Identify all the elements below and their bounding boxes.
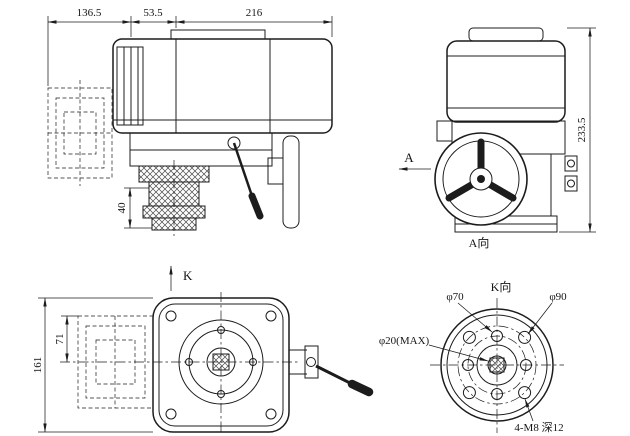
dim-label-40: 40: [116, 202, 128, 214]
handwheel: [434, 132, 528, 226]
plan-view-handle-bracket: [289, 345, 319, 379]
shaft-square-section: [489, 357, 505, 373]
side-view-top-dimensions: [47, 16, 333, 86]
view-arrow-k-label: K: [183, 268, 193, 283]
plan-view: K: [32, 265, 374, 434]
dim-label-216: 216: [246, 7, 263, 19]
side-view-gearbox-section: [138, 160, 210, 236]
dim-label-phi90: φ90: [549, 291, 567, 303]
dim-label-136-5: 136.5: [77, 7, 102, 19]
plan-view-handle-lever: [315, 364, 355, 387]
view-arrow-a-label: A: [404, 150, 414, 165]
side-view-valve-dashed-outline: [47, 80, 113, 186]
dim-label-161: 161: [32, 357, 44, 374]
side-view: 136.5 53.5 216 40: [47, 7, 333, 236]
front-view: 233.5 A A向: [398, 27, 596, 250]
dim-label-233-5: 233.5: [576, 117, 588, 142]
plan-view-centerlines: [60, 292, 300, 434]
flange-view: K向 φ70 φ90 φ20(MAX) 4-M8 深12: [379, 279, 567, 434]
plan-view-handle-grip: [347, 379, 374, 397]
dim-label-phi20-max: φ20(MAX): [379, 335, 430, 347]
dim-label-71: 71: [54, 334, 66, 345]
manual-lever: [232, 142, 254, 197]
flange-view-caption: K向: [491, 279, 512, 294]
dim-label-53-5: 53.5: [143, 7, 163, 19]
dim-label-phi70: φ70: [446, 291, 464, 303]
side-view-body: [112, 29, 333, 229]
plan-view-dimensions: [38, 297, 153, 433]
side-view-height-dimension: [124, 187, 152, 229]
flange-centerlines: [430, 298, 564, 433]
flange-leader-lines: [428, 302, 553, 422]
front-view-caption: A向: [469, 235, 490, 250]
dim-label-4-m8: 4-M8 深12: [514, 421, 563, 434]
flange-circles: [440, 308, 554, 422]
manual-lever-grip: [248, 192, 264, 220]
front-view-height-dimension: [559, 27, 596, 233]
